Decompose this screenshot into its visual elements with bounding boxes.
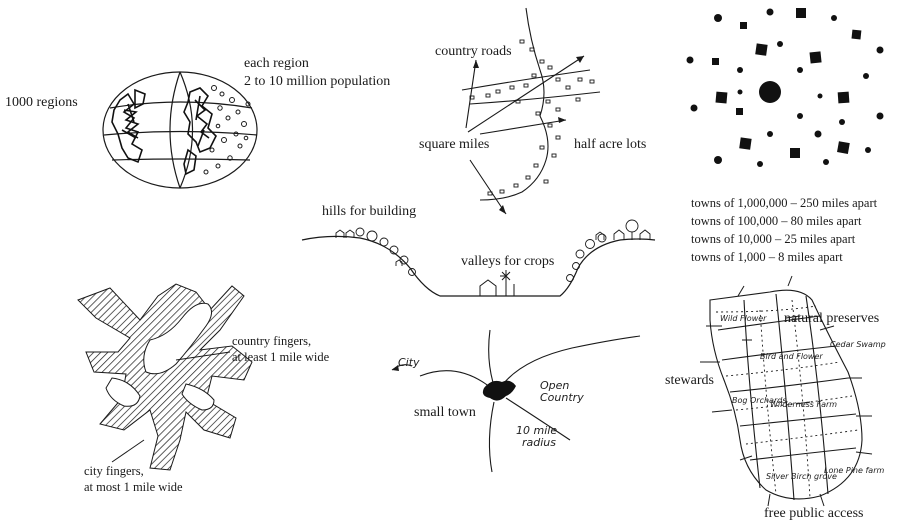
place-lone-pine-farm: Lone Pine farm bbox=[824, 466, 884, 475]
stewards-label: stewards bbox=[665, 372, 714, 389]
place-wild-flower: Wild Flower bbox=[720, 314, 766, 323]
natural-preserves-label: natural preserves bbox=[784, 310, 879, 327]
place-cedar-swamp: Cedar Swamp bbox=[830, 340, 886, 349]
place-bird-and-flower: Bird and Flower bbox=[760, 352, 823, 361]
free-public-access-label: free public access bbox=[764, 505, 864, 522]
place-wilderness-farm: Wilderness Farm bbox=[770, 400, 837, 409]
